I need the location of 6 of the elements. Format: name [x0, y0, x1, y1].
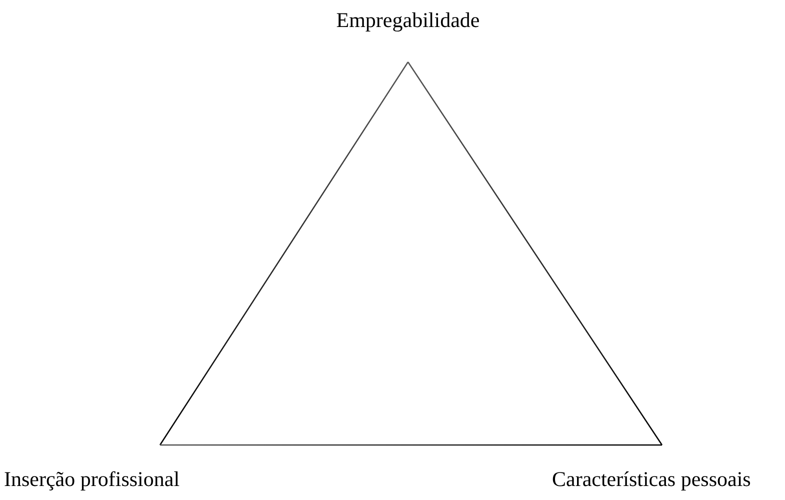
triangle-side	[407, 62, 663, 446]
vertex-label: Inserção profissional	[4, 445, 218, 495]
vertex-label: Características pessoais	[552, 445, 780, 495]
triangle-side	[160, 444, 662, 446]
vertex-label: Empregabilidade	[300, 8, 516, 62]
triangle-side	[159, 62, 409, 446]
